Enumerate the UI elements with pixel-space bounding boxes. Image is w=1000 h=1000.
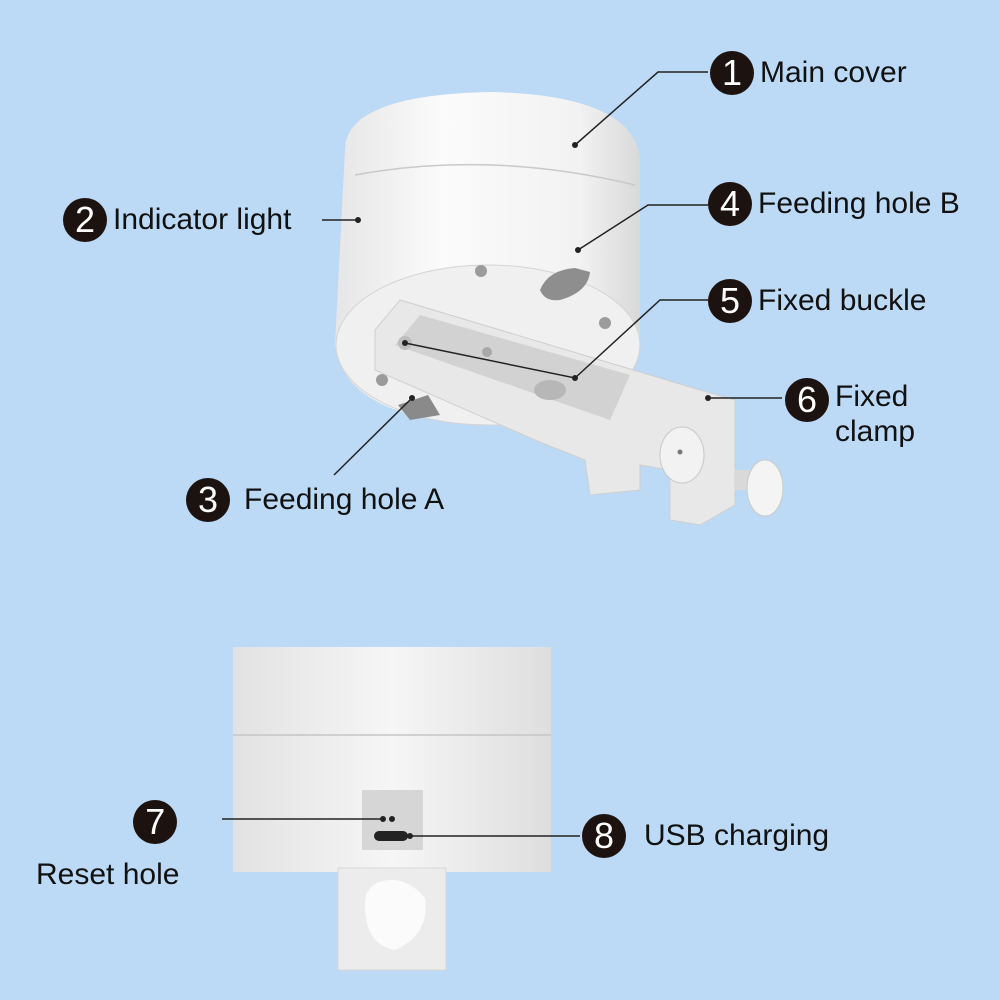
callout-fixed-clamp: 6 Fixed clamp xyxy=(785,378,915,449)
callout-label-line1: Fixed xyxy=(835,380,909,413)
callout-label: Feeding hole B xyxy=(758,186,960,220)
number-badge: 1 xyxy=(710,51,754,95)
callout-reset-hole: 7 Reset hole xyxy=(36,800,179,893)
callout-usb-charging: 8 USB charging xyxy=(582,814,829,858)
callout-label: Feeding hole A xyxy=(244,482,445,516)
number-badge: 3 xyxy=(186,478,230,522)
callout-label: Main cover xyxy=(760,55,907,89)
number-badge: 7 xyxy=(133,800,178,844)
callout-label: Indicator light xyxy=(113,202,292,236)
callout-feeding-hole-b: 4 Feeding hole B xyxy=(708,182,960,226)
callout-label: USB charging xyxy=(644,818,830,852)
callout-label: Fixed clamp xyxy=(835,380,915,449)
callout-indicator-light: 2 Indicator light xyxy=(63,198,291,242)
number-badge: 8 xyxy=(582,814,626,858)
number-badge: 5 xyxy=(708,279,752,323)
number-badge: 4 xyxy=(708,182,752,226)
number-badge: 2 xyxy=(63,198,107,242)
feeder-top-view xyxy=(335,92,784,526)
feeder-side-view xyxy=(233,647,551,971)
callout-feeding-hole-a: 3 Feeding hole A xyxy=(186,478,444,522)
callout-fixed-buckle: 5 Fixed buckle xyxy=(708,279,926,323)
callout-label-line2: clamp xyxy=(835,414,916,448)
number-badge: 6 xyxy=(785,378,829,422)
callout-label: Fixed buckle xyxy=(758,283,927,317)
leader-lines xyxy=(222,71,782,837)
callout-label: Reset hole xyxy=(36,858,180,891)
callout-main-cover: 1 Main cover xyxy=(710,51,907,95)
